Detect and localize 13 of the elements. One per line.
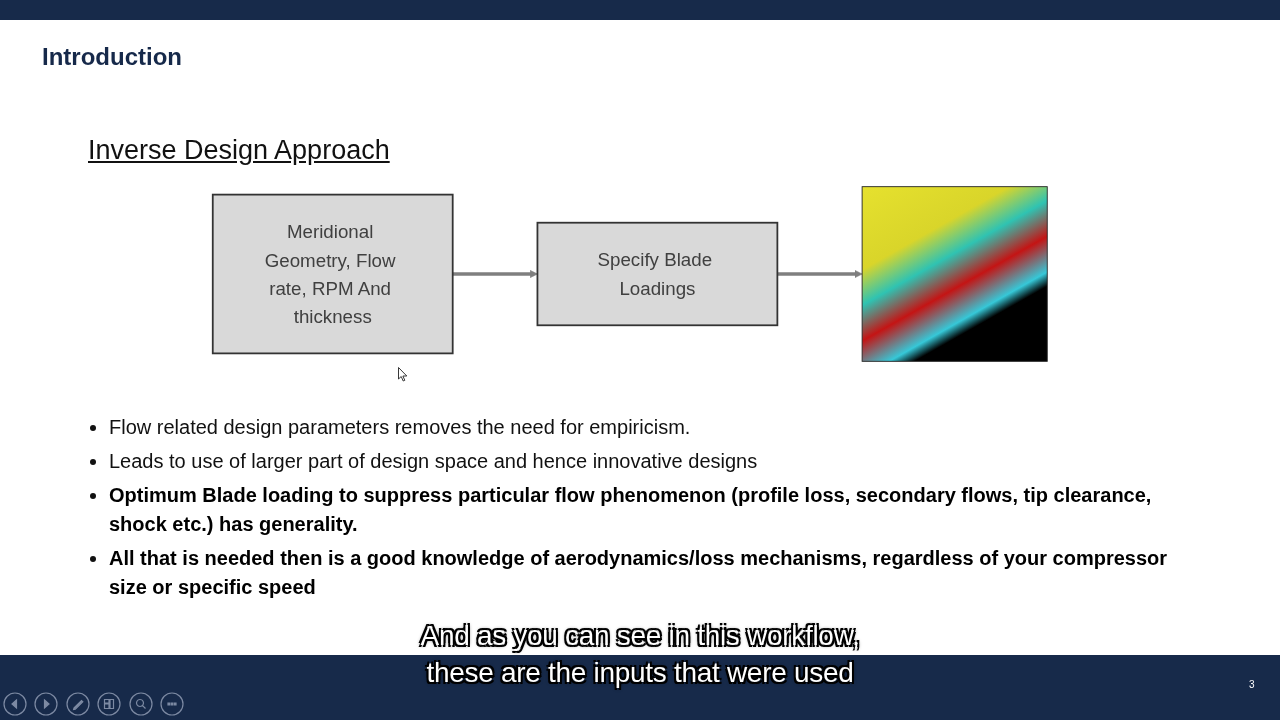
bullet-text: Optimum Blade loading to suppress particular flow phenomenon (profile loss, secondary flows, tip clearance, shock etc.) has generality. bbox=[109, 483, 1153, 537]
page-number: 3 bbox=[1249, 679, 1255, 691]
subtitle-text: And as you can see in this workflow, these are the inputs that were used bbox=[417, 619, 861, 690]
process-box: Meridional Geometry, Flow rate, RPM And thickness bbox=[211, 193, 454, 355]
section-heading: Inverse Design Approach bbox=[88, 134, 390, 167]
bullet-text: All that is needed then is a good knowledge of aerodynamics/loss mechanisms, regardless of your compressor size or specific speed bbox=[109, 546, 1169, 600]
arrow bbox=[452, 270, 538, 278]
bullet-text: Flow related design parameters removes the need for empiricism. bbox=[109, 415, 691, 440]
process-box: Specify Blade Loadings bbox=[536, 221, 779, 327]
arrow bbox=[777, 270, 863, 278]
bullet-text: Leads to use of larger part of design space and hence innovative designs bbox=[109, 449, 758, 474]
render-picture bbox=[861, 186, 1048, 362]
slide-title: Introduction bbox=[42, 42, 182, 72]
